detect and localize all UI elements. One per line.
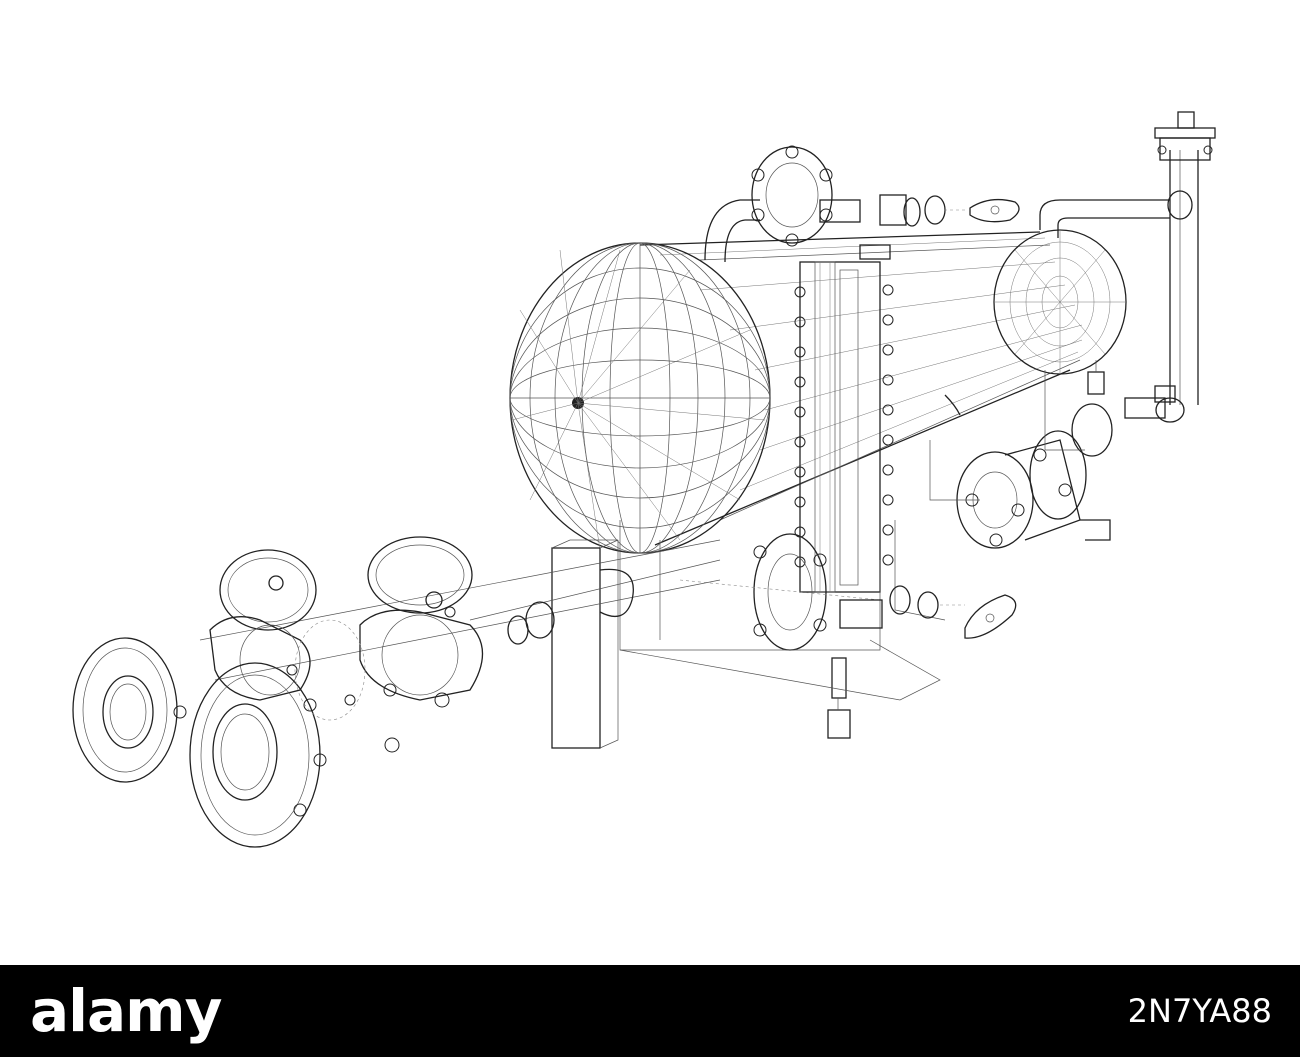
wireframe-drawing — [72, 111, 1216, 848]
right-riser — [1039, 111, 1216, 423]
inlet-pipe — [199, 539, 721, 681]
logo-text: alamy — [30, 977, 222, 1045]
left-valves — [72, 536, 483, 848]
footer-bar: alamy 2N7YA88 — [0, 965, 1300, 1057]
bottom-nozzle — [839, 394, 1017, 639]
top-nozzles — [704, 194, 1020, 263]
vessel — [509, 229, 1127, 554]
image-id: 2N7YA88 — [1127, 992, 1272, 1030]
support-frame — [551, 370, 1085, 749]
right-valve — [956, 403, 1113, 549]
alamy-logo: alamy — [30, 977, 222, 1045]
level-gauge — [751, 145, 894, 739]
